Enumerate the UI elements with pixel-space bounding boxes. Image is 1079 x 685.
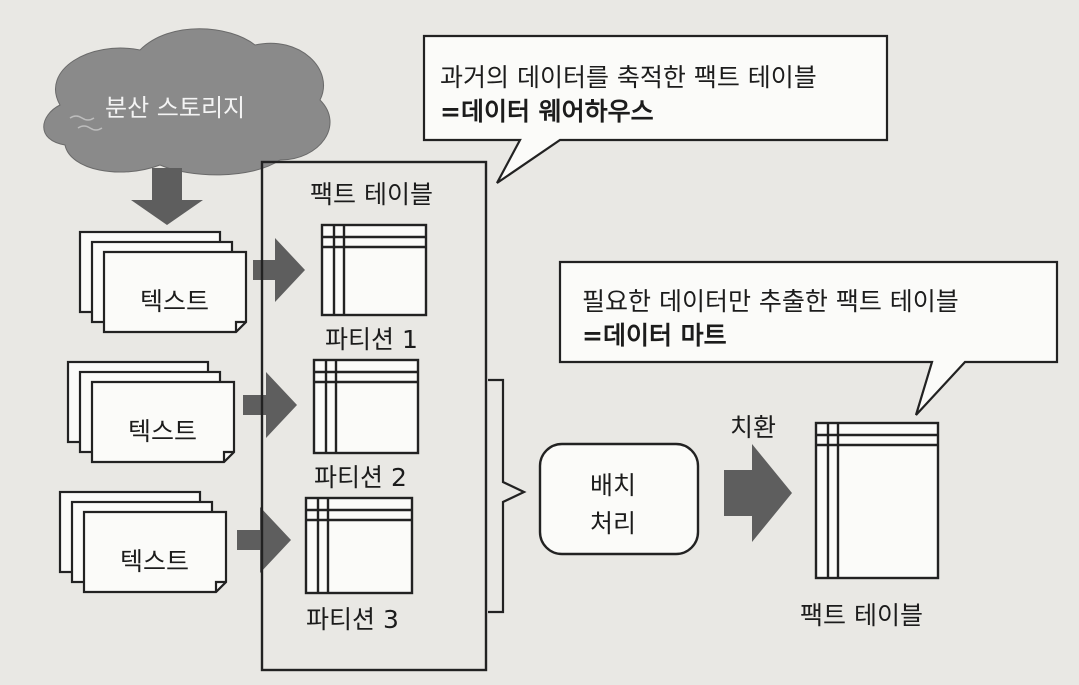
right-arrow-icon — [724, 444, 792, 542]
partition-label-1: 파티션 1 — [325, 325, 418, 354]
text-stack-3 — [58, 490, 228, 594]
partition-label-2: 파티션 2 — [314, 463, 407, 492]
fact-table-title: 팩트 테이블 — [310, 180, 433, 209]
warehouse-callout-line2: =데이터 웨어하우스 — [440, 97, 654, 126]
partition-table-2 — [312, 358, 420, 455]
output-table-label: 팩트 테이블 — [800, 601, 923, 630]
text-stack-2 — [66, 360, 236, 464]
right-arrow-icon — [253, 238, 305, 302]
text-label-1: 텍스트 — [140, 287, 210, 316]
right-arrow-icon — [237, 507, 291, 573]
right-arrow-icon — [243, 372, 297, 438]
batch-label-line2: 처리 — [590, 509, 637, 538]
partition-label-3: 파티션 3 — [306, 605, 399, 634]
replace-label: 치환 — [730, 413, 777, 442]
text-stack-1 — [78, 230, 248, 334]
down-arrow-icon — [131, 168, 203, 225]
mart-callout-line1: 필요한 데이터만 추출한 팩트 테이블 — [582, 287, 959, 316]
mart-callout-line2: =데이터 마트 — [582, 321, 727, 350]
mart-callout — [558, 260, 1059, 416]
partition-table-1 — [320, 223, 428, 317]
storage-cloud — [43, 28, 331, 176]
batch-process-box — [538, 442, 700, 556]
brace-icon — [488, 378, 527, 614]
text-label-2: 텍스트 — [128, 417, 198, 446]
partition-table-3 — [304, 496, 414, 595]
output-fact-table — [814, 421, 940, 580]
warehouse-callout — [422, 34, 889, 184]
fact-table-container — [260, 160, 488, 672]
warehouse-callout-line1: 과거의 데이터를 축적한 팩트 테이블 — [440, 63, 817, 92]
batch-label-line1: 배치 — [590, 471, 637, 500]
text-label-3: 텍스트 — [120, 547, 190, 576]
storage-label: 분산 스토리지 — [105, 94, 246, 122]
